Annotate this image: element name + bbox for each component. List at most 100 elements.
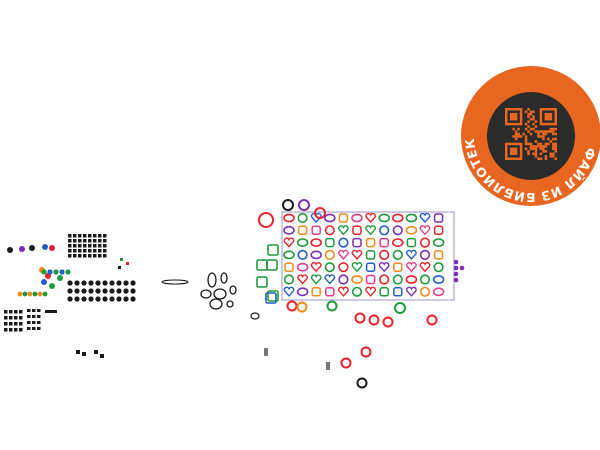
frame-square xyxy=(284,262,294,272)
dot-part xyxy=(130,280,136,286)
scatter-frame xyxy=(296,301,308,313)
small-part xyxy=(264,348,268,356)
qr-module xyxy=(529,132,533,136)
frame-oval xyxy=(391,238,404,247)
dot-part xyxy=(116,296,122,302)
frame-oval xyxy=(310,250,323,260)
scatter-frame xyxy=(382,316,394,328)
frame-round xyxy=(419,237,431,248)
small-gem xyxy=(453,265,459,271)
frame-heart xyxy=(406,286,417,297)
tile xyxy=(88,239,92,243)
qr-module xyxy=(534,120,538,123)
oval-frame xyxy=(220,272,228,284)
tile xyxy=(68,249,72,253)
small-part xyxy=(42,244,48,250)
tile xyxy=(93,244,97,248)
frame-round xyxy=(419,274,431,285)
dot-part xyxy=(102,280,108,286)
oval-frame xyxy=(161,279,189,285)
qr-module xyxy=(549,152,553,156)
frame-oval xyxy=(405,275,418,284)
small-part xyxy=(59,269,65,275)
qr-module xyxy=(539,157,543,161)
qr-module xyxy=(534,147,538,151)
qr-module xyxy=(514,137,518,141)
frame-oval xyxy=(405,225,418,235)
qr-module xyxy=(547,130,550,133)
small-part xyxy=(326,362,330,370)
small-part xyxy=(27,291,33,297)
frame-oval xyxy=(283,213,295,223)
frame-oval xyxy=(296,262,309,272)
small-part xyxy=(22,291,28,297)
qr-module xyxy=(529,112,533,116)
frame-heart xyxy=(351,249,363,260)
qr-module xyxy=(554,145,558,148)
qr-module xyxy=(542,132,545,136)
tile xyxy=(93,239,97,243)
tile xyxy=(98,239,102,243)
dot-part xyxy=(67,280,73,286)
small-part xyxy=(120,258,123,261)
frame-square xyxy=(325,237,335,248)
qr-module xyxy=(514,130,518,133)
tile xyxy=(4,316,8,320)
qr-module xyxy=(527,120,530,123)
frame-heart xyxy=(419,225,431,236)
tile xyxy=(88,244,92,248)
qr-module xyxy=(552,147,555,151)
dot-part xyxy=(67,296,73,302)
tile xyxy=(19,322,23,326)
qr-module xyxy=(519,135,523,138)
dot-part xyxy=(88,288,94,294)
frame-heart xyxy=(338,286,349,297)
frame-side xyxy=(256,276,268,288)
small-part xyxy=(41,279,47,285)
tile xyxy=(83,254,87,258)
tile xyxy=(98,244,102,248)
qr-module xyxy=(532,110,535,114)
frame-top xyxy=(282,199,294,211)
qr-module xyxy=(512,127,515,131)
tile xyxy=(14,316,18,320)
tile xyxy=(32,321,36,324)
qr-module xyxy=(532,147,535,151)
tile xyxy=(88,234,92,238)
scatter-frame xyxy=(356,377,368,389)
frame-side xyxy=(267,244,279,256)
frame-square xyxy=(393,287,403,297)
qr-finder-core xyxy=(509,147,518,156)
dot-part xyxy=(102,288,108,294)
frame-heart xyxy=(365,212,376,224)
frame-round xyxy=(338,237,349,248)
frame-square xyxy=(365,274,376,285)
qr-module xyxy=(527,115,530,118)
dot-part xyxy=(109,288,115,294)
scatter-frame xyxy=(394,302,406,314)
oval-frame xyxy=(213,288,227,300)
frame-oval xyxy=(323,213,336,223)
qr-module xyxy=(532,127,535,131)
tile xyxy=(93,234,97,238)
frame-round xyxy=(283,274,295,285)
frame-square xyxy=(379,237,389,248)
qr-module xyxy=(524,127,528,131)
dot-part xyxy=(95,296,101,302)
tile xyxy=(73,244,77,248)
small-part xyxy=(49,283,55,289)
frame-round xyxy=(338,274,349,285)
qr-module xyxy=(514,135,518,138)
frame-square xyxy=(433,250,444,260)
qr-module xyxy=(517,132,520,136)
dot-part xyxy=(88,280,94,286)
qr-module xyxy=(532,122,535,126)
frame-grid xyxy=(256,199,465,304)
frame-heart xyxy=(283,286,295,297)
qr-module xyxy=(539,145,543,148)
small-part xyxy=(65,269,71,275)
dot-part xyxy=(95,288,101,294)
tile xyxy=(98,234,102,238)
frame-square xyxy=(352,237,362,248)
small-part xyxy=(7,247,13,253)
